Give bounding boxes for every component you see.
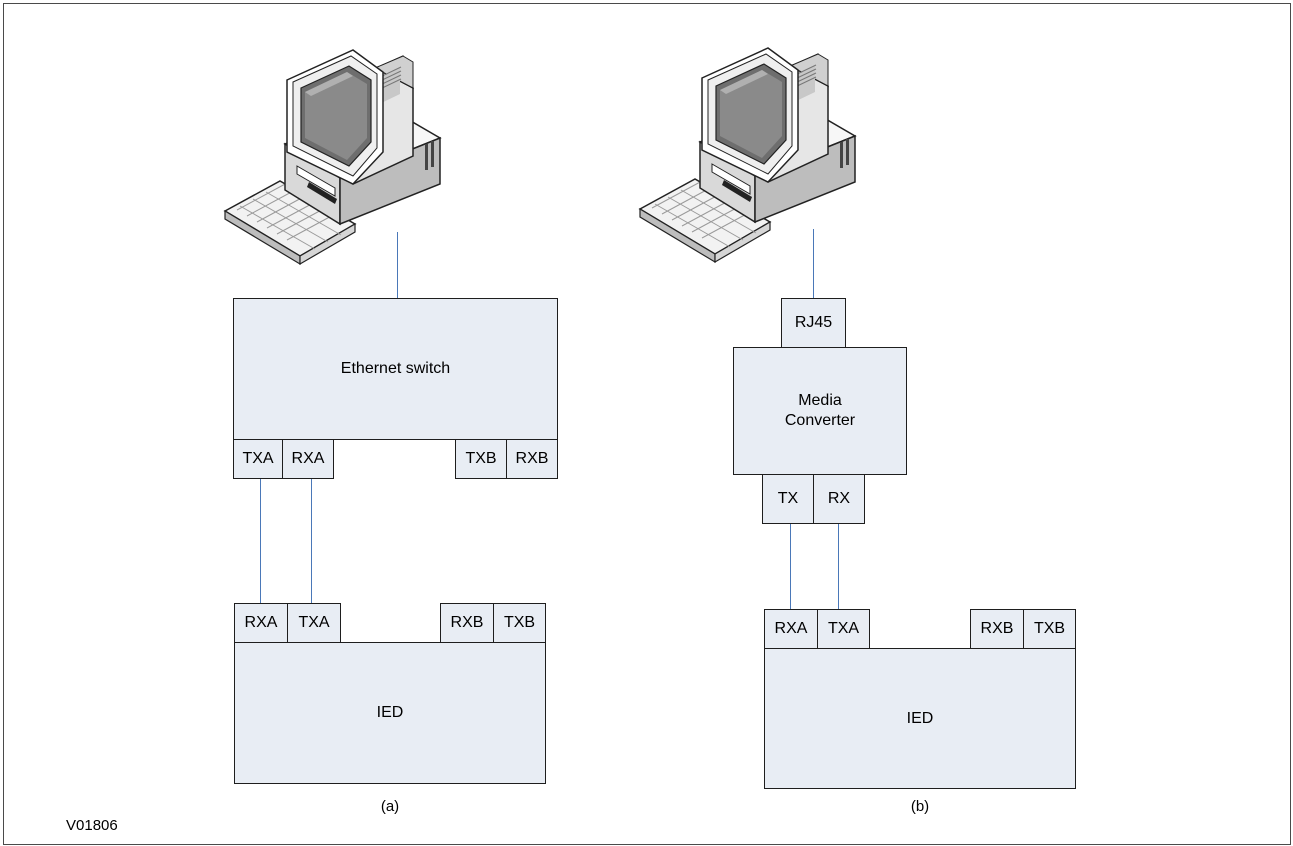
ied-port-rxb: RXB	[970, 609, 1024, 649]
ied-label: IED	[906, 709, 934, 727]
panel-caption-b: (b)	[910, 798, 930, 815]
computer-to-rj45-cable	[813, 229, 814, 299]
fiber-cable-rx	[838, 524, 839, 609]
ethernet-switch-label: Ethernet switch	[340, 360, 451, 377]
ied-port-txb: TXB	[1023, 609, 1076, 649]
figure-frame	[3, 3, 1291, 845]
ethernet-switch: Ethernet switch	[233, 298, 558, 440]
switch-port-rxb: RXB	[506, 439, 558, 479]
desktop-computer-icon	[224, 49, 441, 265]
converter-port-rx: RX	[813, 474, 865, 524]
ied-label: IED	[376, 704, 404, 721]
media-converter-label-line1: Media	[798, 392, 842, 409]
panel-caption-a: (a)	[380, 798, 400, 815]
ied-device: IED	[234, 642, 546, 784]
converter-port-tx: TX	[762, 474, 814, 524]
switch-port-txa: TXA	[233, 439, 283, 479]
computer-to-switch-cable	[397, 232, 398, 299]
rj45-port: RJ45	[781, 298, 846, 348]
fiber-cable-rx	[311, 479, 312, 603]
fiber-cable-tx	[790, 524, 791, 609]
switch-port-txb: TXB	[455, 439, 507, 479]
ied-port-rxb: RXB	[440, 603, 494, 643]
ied-port-rxa: RXA	[234, 603, 288, 643]
figure-id: V01806	[66, 817, 118, 834]
ied-port-txb: TXB	[493, 603, 546, 643]
switch-port-rxa: RXA	[282, 439, 334, 479]
ied-device: IED	[764, 648, 1076, 789]
ied-port-rxa: RXA	[764, 609, 818, 649]
media-converter-label-line2: Converter	[784, 412, 856, 429]
media-converter: Media Converter	[733, 347, 907, 475]
ied-port-txa: TXA	[817, 609, 870, 649]
desktop-computer-icon	[639, 47, 856, 263]
ied-port-txa: TXA	[287, 603, 341, 643]
fiber-cable-tx	[260, 479, 261, 603]
